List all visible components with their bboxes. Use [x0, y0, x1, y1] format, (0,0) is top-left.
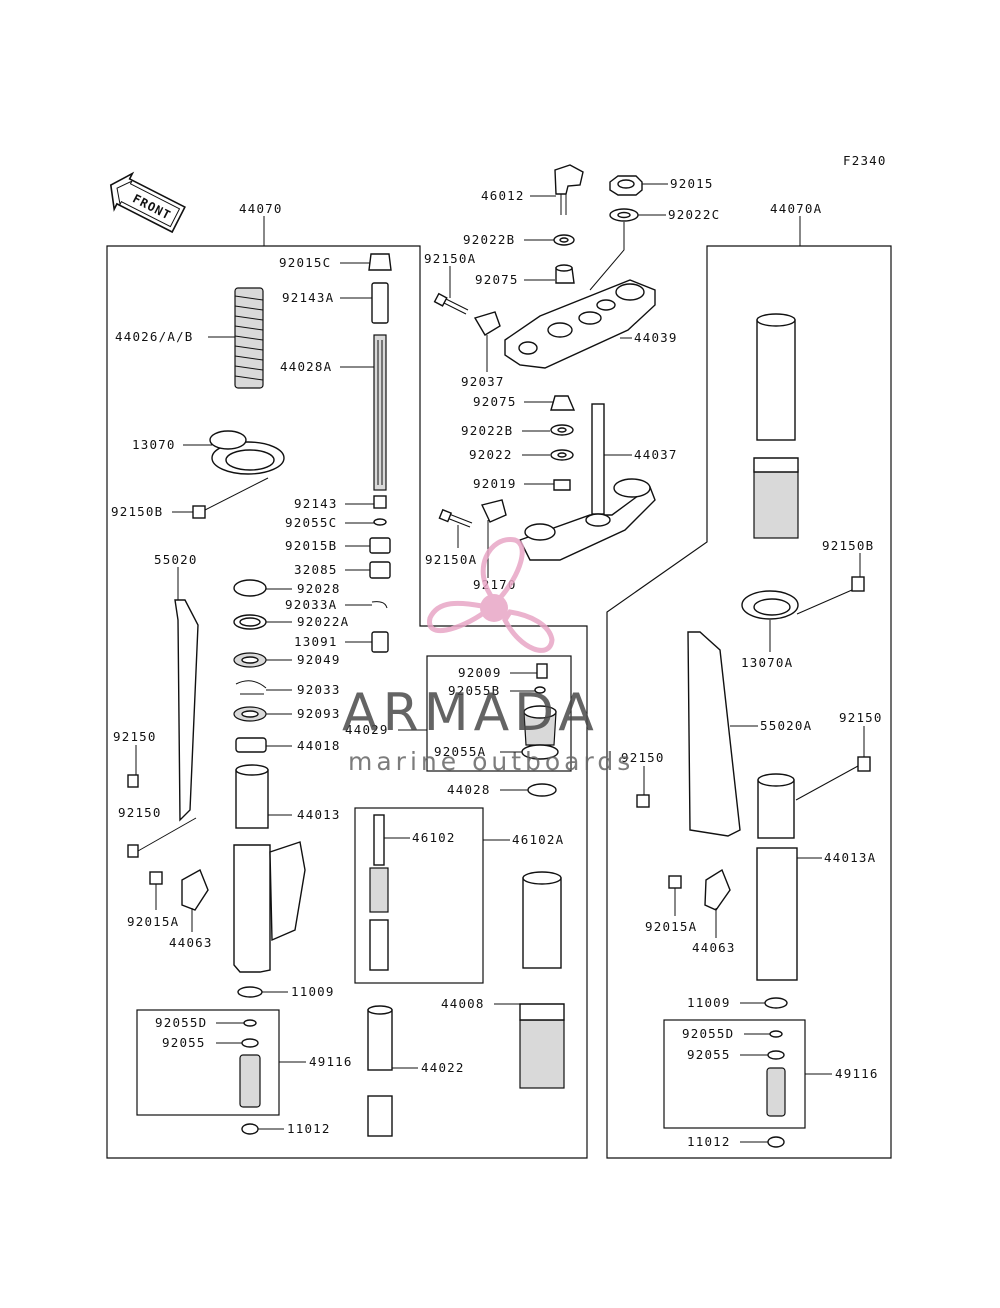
part-label: 92015A: [645, 919, 697, 934]
leader-lines: [135, 183, 865, 1143]
part-label: 92150A: [425, 552, 477, 567]
rod-subbox-46102A: [354, 807, 484, 984]
part-label: 92093: [297, 706, 341, 721]
part-label: 44008: [441, 996, 485, 1011]
part-label: 92055: [162, 1035, 206, 1050]
part-label: 55020A: [760, 718, 812, 733]
part-label: 92015B: [285, 538, 337, 553]
part-label: 49116: [309, 1054, 353, 1069]
part-label: 92055D: [682, 1026, 734, 1041]
damper-rod-parts: [233, 253, 565, 1137]
part-label: 92055: [687, 1047, 731, 1062]
part-label: 49116: [835, 1066, 879, 1081]
part-label: 44029: [345, 722, 389, 737]
part-label: 92019: [473, 476, 517, 491]
part-label: 92037: [461, 374, 505, 389]
part-label: 92022B: [463, 232, 515, 247]
part-label: 92150B: [822, 538, 874, 553]
part-label: 55020: [154, 552, 198, 567]
part-label: 92028: [297, 581, 341, 596]
part-label: 92075: [473, 394, 517, 409]
part-label: 46102: [412, 830, 456, 845]
steering-parts: [433, 164, 656, 561]
valve-subbox-44029: [426, 655, 572, 772]
part-label: 92150A: [424, 251, 476, 266]
part-label: 46102A: [512, 832, 564, 847]
right-assembly-frame: 44070A: [606, 201, 892, 1159]
part-label: 92055B: [448, 683, 500, 698]
part-label: 92055A: [434, 744, 486, 759]
part-label: 44063: [692, 940, 736, 955]
part-label: 92033A: [285, 597, 337, 612]
part-label: 44013A: [824, 850, 876, 865]
right-fork-parts: [636, 313, 871, 1148]
watermark-tagline: marine outboards: [348, 747, 634, 776]
part-label: 92150: [113, 729, 157, 744]
part-label: 92143: [294, 496, 338, 511]
watermark: ARMADA marine outboards: [342, 537, 634, 776]
left-fork-parts: [127, 287, 306, 1135]
part-label: 92055D: [155, 1015, 207, 1030]
part-label: 32085: [294, 562, 338, 577]
part-label: 13070A: [741, 655, 793, 670]
part-label: 44028A: [280, 359, 332, 374]
part-label: 92150B: [111, 504, 163, 519]
propeller-logo-icon: [427, 537, 555, 653]
part-label: 92150: [621, 750, 665, 765]
part-label: 92022A: [297, 614, 349, 629]
part-label: 92009: [458, 665, 502, 680]
part-label: 44063: [169, 935, 213, 950]
part-label: 92015A: [127, 914, 179, 929]
part-label: 92022: [469, 447, 513, 462]
part-label: 92022B: [461, 423, 513, 438]
assembly-label-right: 44070A: [770, 201, 822, 216]
assembly-label-left: 44070: [239, 201, 283, 216]
left-assembly-frame: 44070: [106, 201, 588, 1159]
figure-code: F2340: [843, 153, 887, 168]
watermark-brand: ARMADA: [342, 683, 599, 743]
part-label: 92015: [670, 176, 714, 191]
part-label: 92143A: [282, 290, 334, 305]
part-label: 44028: [447, 782, 491, 797]
part-labels: 46012 92015 92022C 92022B 92150A 92075 4…: [111, 176, 883, 1149]
part-label: 44018: [297, 738, 341, 753]
part-label: 11012: [287, 1121, 331, 1136]
front-arrow-icon: FRONT: [109, 171, 186, 234]
part-label: 92015C: [279, 255, 331, 270]
part-label: 44013: [297, 807, 341, 822]
part-label: 11009: [687, 995, 731, 1010]
part-label: 92150: [839, 710, 883, 725]
part-label: 11012: [687, 1134, 731, 1149]
part-label: 44039: [634, 330, 678, 345]
part-label: 92033: [297, 682, 341, 697]
part-label: 92049: [297, 652, 341, 667]
part-label: 44037: [634, 447, 678, 462]
part-label: 11009: [291, 984, 335, 999]
part-label: 46012: [481, 188, 525, 203]
part-label: 92075: [475, 272, 519, 287]
part-label: 92055C: [285, 515, 337, 530]
part-label: 92022C: [668, 207, 720, 222]
part-label: 13091: [294, 634, 338, 649]
part-label: 44026/A/B: [115, 329, 194, 344]
part-label: 44022: [421, 1060, 465, 1075]
part-label: 13070: [132, 437, 176, 452]
part-label: 92150: [118, 805, 162, 820]
